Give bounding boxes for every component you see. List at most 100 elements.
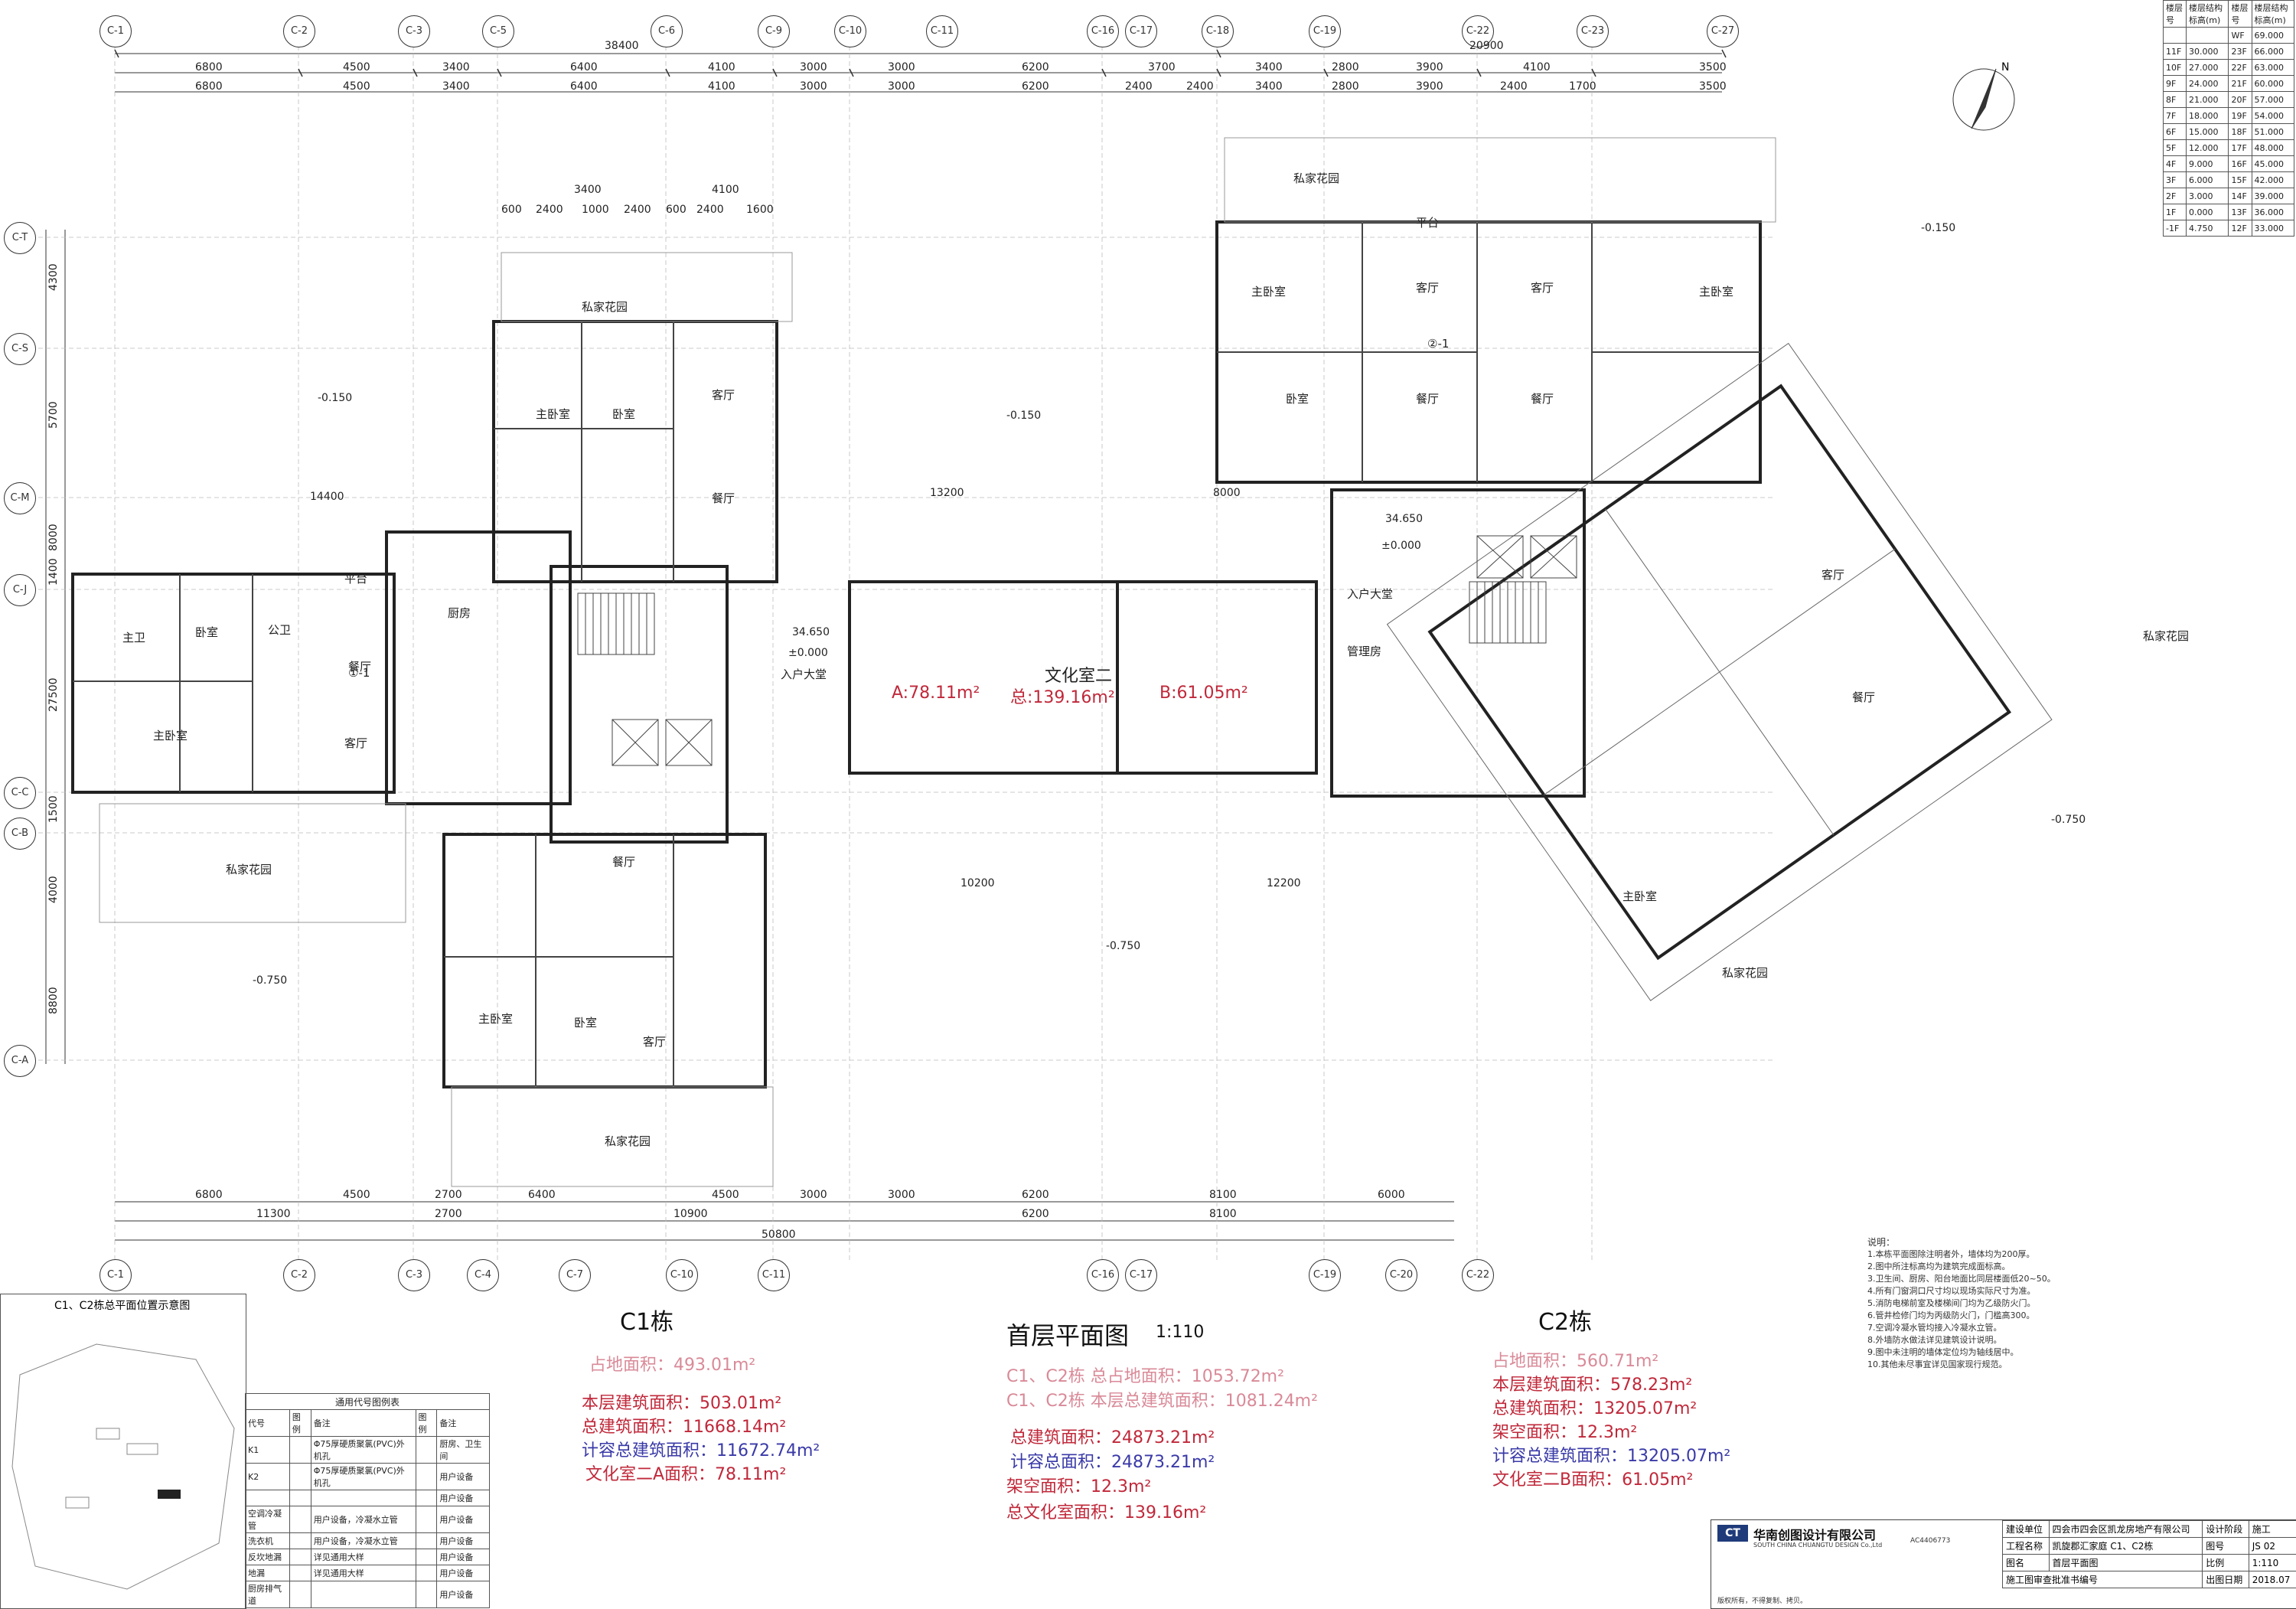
floor-cell: 6.000 [2186, 171, 2229, 188]
dim-text: 8000 [47, 524, 60, 551]
room-label: 入户大堂 [781, 667, 827, 681]
room-label: 私家花园 [605, 1134, 651, 1148]
axis-bubble: C-17 [1125, 1259, 1157, 1291]
dim-text: 3400 [442, 61, 470, 73]
room-label: 客厅 [712, 388, 735, 402]
legend-cell [289, 1490, 311, 1506]
legend-cell [415, 1565, 438, 1581]
dim-text: 3500 [1699, 80, 1727, 93]
floor-cell: 9F [2162, 75, 2187, 92]
dim-text: 6800 [195, 61, 223, 73]
axis-bubble: C-2 [283, 15, 315, 47]
floor-cell: 13F [2228, 204, 2252, 220]
room-label: 卧室 [1286, 392, 1309, 406]
axis-bubble: C-9 [758, 15, 790, 47]
dim-text: 3000 [888, 61, 915, 73]
room-label: 客厅 [1416, 281, 1440, 295]
axis-bubble: C-11 [926, 15, 958, 47]
c1-culture-area: 文化室二A面积：78.11m² [585, 1465, 787, 1484]
legend-cell: K2 [245, 1463, 290, 1490]
legend-cell [289, 1549, 311, 1565]
legend-cell: 洗衣机 [245, 1532, 290, 1549]
room-label: 餐厅 [348, 660, 372, 674]
axis-bubble: C-5 [482, 15, 514, 47]
dim-text: 13200 [930, 487, 964, 499]
culture-room-total: 总:139.16m² [1010, 688, 1115, 707]
dim-text: 4100 [712, 184, 739, 196]
room-label: 客厅 [1531, 281, 1554, 295]
c1-title: C1栋 [620, 1309, 674, 1336]
dim-text: 4100 [708, 80, 735, 93]
elevation-mark: -0.150 [1006, 410, 1042, 422]
company-name-en: SOUTH CHINA CHUANGTU DESIGN Co.,Ltd [1753, 1542, 1883, 1549]
floor-cell: 4F [2162, 155, 2187, 172]
title-footer: 施工图审查批准书编号 [2001, 1571, 2203, 1588]
title-label: 图名 [2002, 1554, 2050, 1571]
dim-text: 2400 [1125, 80, 1153, 93]
room-label: 公卫 [268, 623, 292, 637]
room-label: 入户大堂 [1347, 587, 1394, 601]
dim-text: 4100 [1523, 61, 1551, 73]
legend-cell: 地漏 [245, 1565, 290, 1581]
company-cert: AC4406773 [1910, 1537, 1951, 1545]
dim-text: 8000 [1213, 487, 1241, 499]
floor-cell: 12F [2228, 220, 2252, 237]
title-value: 四会市四会区凯龙房地产有限公司 [2048, 1520, 2203, 1538]
floor-cell: 0.000 [2186, 204, 2229, 220]
title-value: 首层平面图 [2048, 1554, 2203, 1571]
elevation-mark: -0.750 [1106, 940, 1141, 952]
c1-far-area: 计容总建筑面积：11672.74m² [582, 1441, 820, 1461]
axis-bubble: C-27 [1707, 15, 1739, 47]
title-value: 2018.07 [2248, 1571, 2296, 1588]
axis-bubble: C-17 [1125, 15, 1157, 47]
title-label: 图号 [2202, 1537, 2249, 1555]
room-label: 私家花园 [1293, 171, 1340, 185]
dim-text: 3500 [1699, 61, 1727, 73]
combined-stilt-area: 架空面积：12.3m² [1006, 1477, 1152, 1496]
combined-far-area: 计容总面积：24873.21m² [1010, 1453, 1215, 1472]
legend-cell: 用户设备 [436, 1549, 490, 1565]
legend-cell: 用户设备 [436, 1532, 490, 1549]
dim-text: 2800 [1332, 80, 1359, 93]
dim-text: 6800 [195, 80, 223, 93]
dim-text: 3900 [1416, 61, 1443, 73]
axis-bubble: C-S [4, 333, 36, 365]
dim-text: 6400 [570, 80, 598, 93]
key-plan-site-sketch [11, 1343, 235, 1590]
elevation-mark: -0.750 [2051, 814, 2086, 826]
legend-header: 备注 [436, 1409, 490, 1437]
c2-title: C2栋 [1538, 1309, 1593, 1336]
axis-bubble: C-1 [99, 15, 132, 47]
legend-title: 通用代号图例表 [245, 1393, 490, 1410]
axis-bubble: C-18 [1202, 15, 1234, 47]
dim-text: 3000 [800, 1189, 827, 1201]
floor-cell: 9.000 [2186, 155, 2229, 172]
dim-text: 6800 [195, 1189, 223, 1201]
dim-text: 4500 [343, 80, 370, 93]
floor-cell [2162, 27, 2187, 44]
title-value: 施工 [2248, 1520, 2296, 1538]
floor-cell: 3.000 [2186, 188, 2229, 204]
dim-text: 2400 [536, 204, 563, 216]
company-name: 华南创图设计有限公司 [1753, 1528, 1877, 1542]
combined-floor-area: C1、C2栋 本层总建筑面积：1081.24m² [1006, 1392, 1318, 1411]
room-label: 厨房 [448, 606, 471, 620]
floor-cell: 19F [2228, 107, 2252, 124]
dim-overall-right: 20900 [1469, 40, 1504, 52]
dim-text: 4500 [343, 1189, 370, 1201]
floor-cell: 4.750 [2186, 220, 2229, 237]
culture-room-a: A:78.11m² [892, 684, 980, 703]
c2-far-area: 计容总建筑面积：13205.07m² [1492, 1447, 1731, 1466]
floor-cell: 16F [2228, 155, 2252, 172]
room-label: 客厅 [344, 736, 368, 750]
axis-bubble: C-A [4, 1045, 36, 1077]
room-label: 客厅 [1821, 568, 1845, 582]
axis-bubble: C-2 [283, 1259, 315, 1291]
legend-cell [415, 1506, 438, 1533]
note-line: 5.消防电梯前室及楼梯间门均为乙级防火门。 [1867, 1298, 2036, 1308]
dim-text: 3400 [442, 80, 470, 93]
dim-text: 1600 [746, 204, 774, 216]
combined-total-area: 总建筑面积：24873.21m² [1010, 1428, 1215, 1447]
dim-text: 4100 [708, 61, 735, 73]
unit-mark: ②-1 [1427, 337, 1450, 351]
